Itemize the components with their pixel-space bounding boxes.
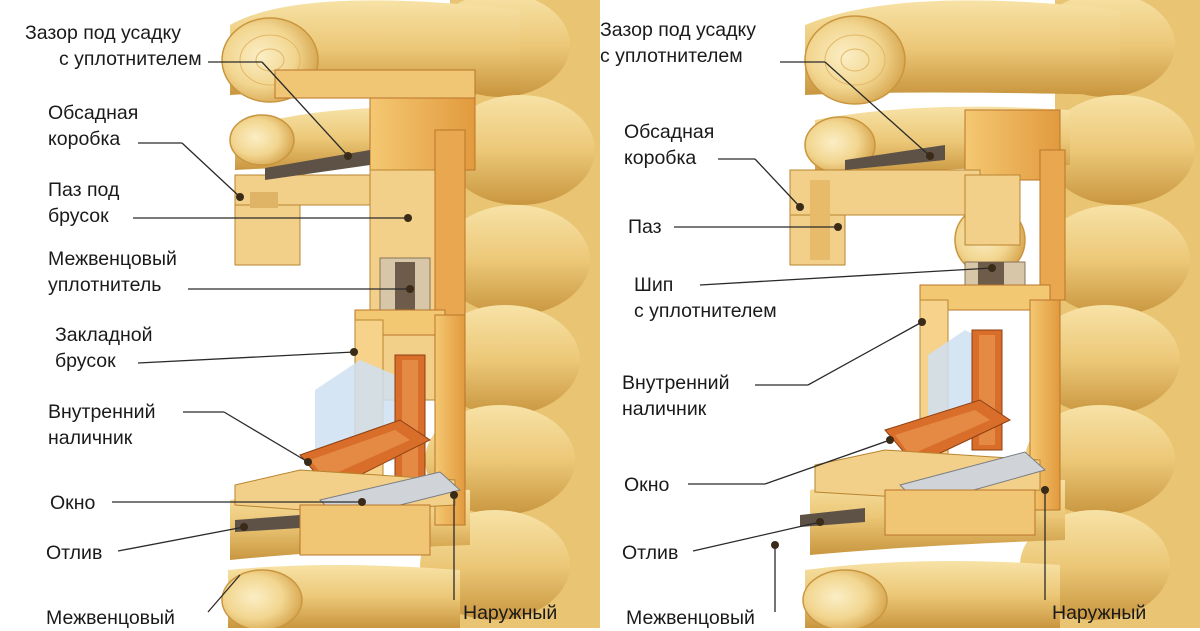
- label-bottom-seal: Межвенцовый: [626, 607, 755, 629]
- window-frame-illustration: [112, 0, 600, 628]
- label-outer-trim: Наружный: [463, 602, 558, 624]
- shrink-gap-seal: [845, 145, 945, 170]
- shrink-gap-seal: [265, 150, 370, 180]
- window-frame: [884, 329, 1012, 466]
- window-sill: [800, 449, 1047, 536]
- label-casing-box: Обсадная коробка: [624, 121, 715, 169]
- wall-logs: [802, 0, 1200, 628]
- label-drip-sill: Отлив: [622, 542, 679, 564]
- label-inter-crown-seal: Межвенцовый уплотнитель: [48, 248, 177, 296]
- label-groove: Паз: [628, 216, 662, 238]
- label-shrink-gap: Зазор под усадку с уплотнителем: [600, 19, 757, 67]
- label-window: Окно: [50, 492, 96, 514]
- label-insert-bar: Закладной брусок: [55, 324, 153, 372]
- window-frame-illustration: [674, 0, 1200, 628]
- label-shrink-gap: Зазор под усадку с уплотнителем: [25, 22, 202, 70]
- seal-block: [379, 257, 431, 319]
- label-casing-box: Обсадная коробка: [48, 102, 139, 150]
- label-tenon: Шип с уплотнителем: [634, 274, 777, 322]
- diagram-groove-frame: Зазор под усадку с уплотнителем Обсадная…: [0, 0, 600, 629]
- label-groove: Паз под брусок: [48, 179, 120, 227]
- leader-lines: [674, 61, 1049, 612]
- label-outer-trim: Наружный: [1052, 602, 1147, 624]
- casing-box: [789, 109, 1066, 301]
- label-inner-trim: Внутренний наличник: [48, 401, 156, 449]
- leader-lines: [112, 61, 458, 613]
- diagram-tenon-frame: Зазор под усадку с уплотнителем Обсадная…: [600, 0, 1200, 629]
- label-window: Окно: [624, 474, 670, 496]
- label-inner-trim: Внутренний наличник: [622, 372, 730, 420]
- label-bottom-seal: Межвенцовый: [46, 607, 175, 629]
- label-drip-sill: Отлив: [46, 542, 103, 564]
